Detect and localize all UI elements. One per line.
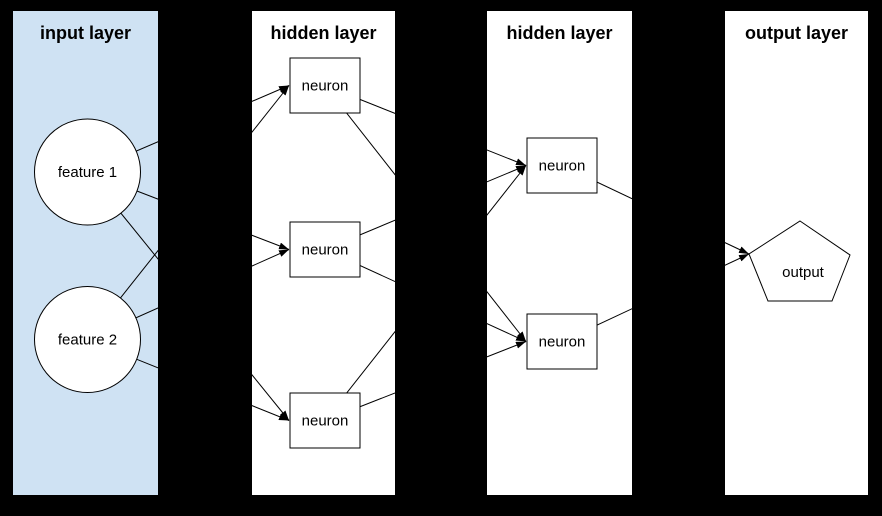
output-label: output — [782, 264, 825, 281]
feature-2-circle — [34, 286, 141, 393]
input-layer-panel — [13, 11, 158, 495]
output-node: output — [748, 220, 851, 302]
hidden2-neuron-2-node: neuron — [526, 313, 598, 370]
feature-1-node: feature 1 — [34, 118, 141, 226]
hidden2-neuron-2-label: neuron — [539, 334, 586, 351]
hidden2-neuron-2-box — [526, 313, 598, 370]
hidden1-neuron-3-label: neuron — [302, 413, 349, 430]
hidden2-neuron-1-box — [526, 137, 598, 194]
hidden1-neuron-1-node: neuron — [289, 57, 361, 114]
hidden1-neuron-2-box — [289, 221, 361, 278]
edge-h1-neuron-3-to-h2-neuron-1 — [324, 165, 527, 421]
output-layer-title: output layer — [745, 23, 848, 43]
feature-1-circle — [34, 118, 141, 226]
hidden1-neuron-1-box — [289, 57, 361, 114]
hidden1-neuron-2-node: neuron — [289, 221, 361, 278]
hidden-layer-1-title: hidden layer — [270, 23, 376, 43]
input-layer-title: input layer — [40, 23, 131, 43]
hidden1-neuron-1-label: neuron — [302, 78, 349, 95]
edge-feature-2-to-h1-neuron-1 — [87, 85, 290, 340]
hidden2-neuron-1-node: neuron — [526, 137, 598, 194]
feature-2-node: feature 2 — [34, 286, 141, 393]
hidden1-neuron-3-box — [289, 392, 361, 449]
feature-2-label: feature 2 — [58, 332, 117, 349]
feature-1-label: feature 1 — [58, 164, 117, 181]
hidden2-neuron-1-label: neuron — [539, 158, 586, 175]
hidden1-neuron-3-node: neuron — [289, 392, 361, 449]
output-pentagon — [748, 220, 851, 302]
edge-h1-neuron-1-to-h2-neuron-2 — [324, 85, 527, 342]
connection-edges — [87, 85, 750, 421]
hidden-layer-2-title: hidden layer — [506, 23, 612, 43]
hidden1-neuron-2-label: neuron — [302, 242, 349, 259]
hidden-layer-2-panel — [487, 11, 632, 495]
